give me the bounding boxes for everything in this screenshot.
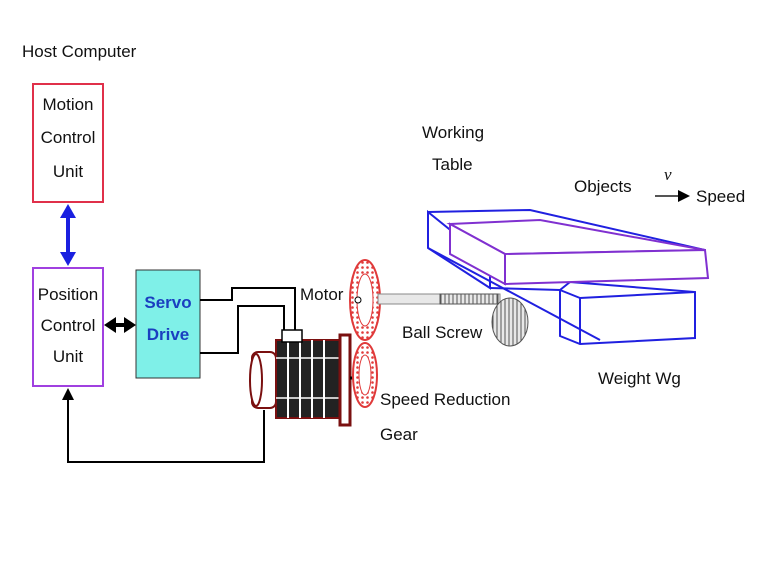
working-table-label-1: Working (422, 123, 484, 142)
speed-label: Speed (696, 187, 745, 206)
host-computer-label: Host Computer (22, 42, 137, 61)
speed-reduction-label-2: Gear (380, 425, 418, 444)
blue-double-arrow (60, 204, 76, 266)
weight-label: Weight Wg (598, 369, 681, 388)
servo-drive-line-2: Drive (147, 325, 190, 344)
position-control-line-3: Unit (53, 347, 84, 366)
motion-control-line-1: Motion (42, 95, 93, 114)
working-table-label-2: Table (432, 155, 473, 174)
motor-label: Motor (300, 285, 344, 304)
motion-control-unit: Motion Control Unit (32, 83, 104, 203)
position-control-line-2: Control (41, 316, 96, 335)
servo-drive: Servo Drive (135, 269, 201, 379)
speed-reduction-label-1: Speed Reduction (380, 390, 510, 409)
motion-control-line-2: Control (41, 128, 96, 147)
objects-label: Objects (574, 177, 632, 196)
servo-drive-line-1: Servo (144, 293, 191, 312)
position-control-unit: Position Control Unit (32, 267, 104, 387)
ball-screw-label: Ball Screw (402, 323, 483, 342)
motion-control-line-3: Unit (53, 162, 84, 181)
position-control-line-1: Position (38, 285, 98, 304)
speed-reduction-gears (349, 259, 381, 408)
servo-motor-wiring (200, 287, 296, 354)
weight-block (559, 280, 696, 346)
speed-arrow (655, 190, 690, 202)
black-double-arrow (104, 317, 136, 333)
objects-block (446, 218, 710, 286)
velocity-symbol: v (664, 165, 672, 184)
feedback-line (62, 388, 265, 463)
ball-screw (377, 293, 529, 347)
motor (249, 329, 362, 427)
